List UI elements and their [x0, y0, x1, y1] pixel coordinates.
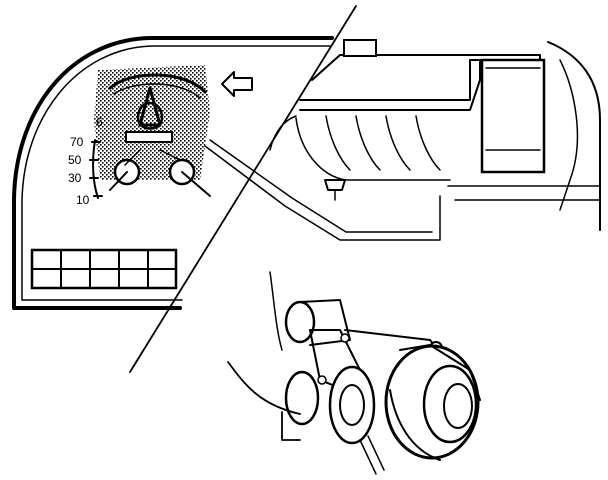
scale-label-50: 50	[68, 153, 82, 167]
instrument-panel	[12, 36, 334, 310]
gauge-corner-label: 6	[96, 115, 103, 129]
turbo-assembly	[227, 271, 481, 475]
gauge-inner-arc	[113, 83, 201, 99]
gauge-scale: 70 50 30 10	[68, 135, 103, 207]
gauge-hub	[136, 101, 164, 130]
engine-cover-top	[311, 54, 541, 81]
coolant-reservoir	[480, 58, 546, 174]
leader-line-inner	[209, 139, 433, 233]
section-divider-line	[129, 5, 357, 373]
center-link	[124, 149, 141, 166]
arrow-left-icon	[221, 71, 253, 97]
panel-outer-bezel	[12, 36, 334, 310]
leader-line	[204, 145, 441, 241]
turbine-outlet	[284, 370, 320, 426]
scale-label-10: 10	[76, 193, 90, 207]
hose-left	[227, 361, 301, 415]
gauge-arc	[108, 73, 207, 94]
scale-label-70: 70	[70, 135, 84, 149]
gauge-needle	[138, 86, 162, 127]
panel-inner-bezel	[21, 45, 331, 301]
left-dial-needle	[109, 171, 128, 191]
switch-block-row	[30, 248, 178, 290]
intake-rail	[299, 59, 481, 111]
filler-cap	[343, 39, 377, 57]
assembly-backplate-edge	[269, 271, 283, 351]
scale-arc	[92, 139, 99, 199]
inlet-flange	[284, 300, 316, 344]
scale-label-30: 30	[68, 171, 82, 185]
gauge-cluster: 6	[94, 65, 211, 197]
gauge-window	[125, 131, 173, 143]
highlight-stipple-area	[94, 65, 210, 180]
sensor-connector	[324, 179, 346, 191]
engine-bay	[269, 39, 601, 231]
center-link-right	[159, 149, 181, 161]
fender-edge	[547, 41, 601, 231]
right-dial-needle	[181, 171, 211, 197]
